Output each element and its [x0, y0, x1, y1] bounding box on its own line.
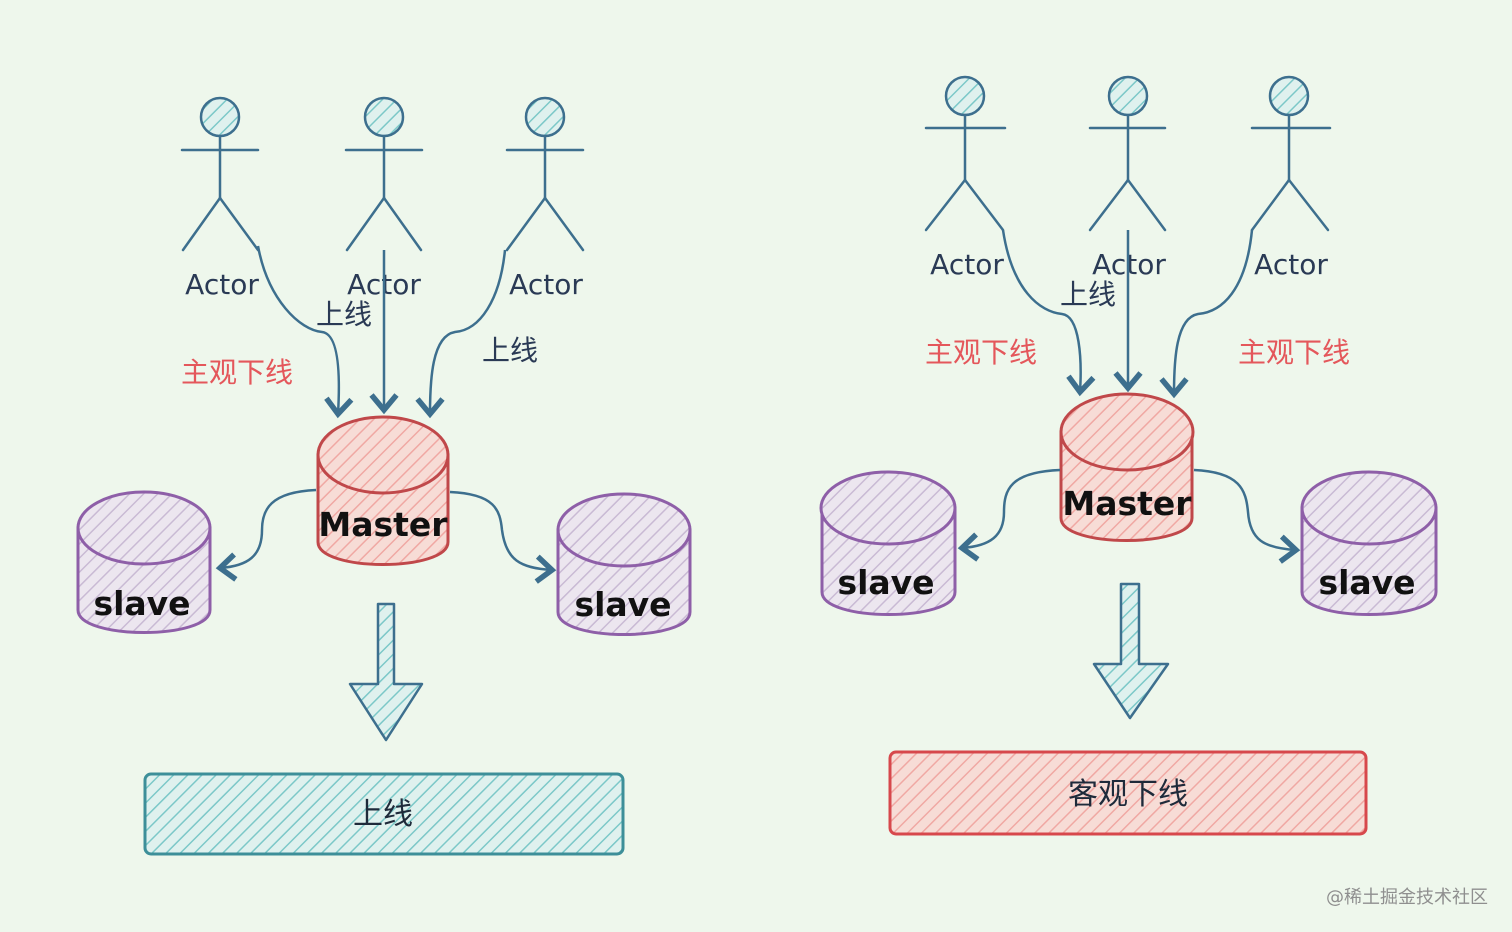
result-box-online: [143, 772, 625, 856]
slave-label: slave: [1318, 563, 1415, 602]
arrow-connector: [1001, 229, 1096, 397]
slave-database-icon: [556, 492, 692, 636]
actor-icon: [344, 96, 424, 252]
master-label: Master: [318, 505, 448, 544]
down-arrow-icon: [1092, 582, 1170, 720]
result-label: 上线: [353, 797, 413, 832]
actor-icon: [1088, 75, 1167, 232]
master-database-icon: [1059, 392, 1195, 542]
actor-icon: [505, 96, 585, 252]
slave-label: slave: [93, 584, 190, 623]
arrow-connector: [215, 488, 317, 582]
result-label: 客观下线: [1068, 777, 1188, 812]
arrow-connector: [256, 245, 354, 419]
master-database-icon: [316, 415, 450, 566]
slave-label: slave: [837, 563, 934, 602]
slave-database-icon: [76, 490, 212, 634]
slave-database-icon: [1300, 470, 1438, 616]
edge-label-online: 上线: [1060, 278, 1116, 311]
left-diagram: Actor Actor Actor 主观下线 上线 上线 Master slav…: [76, 96, 692, 856]
edge-label-subjective-offline: 主观下线: [925, 336, 1037, 369]
actor-label: Actor: [930, 248, 1004, 281]
edge-label-online: 上线: [482, 334, 538, 367]
result-box-objective-offline: [888, 750, 1368, 836]
actor-label: Actor: [509, 268, 583, 301]
edge-label-subjective-offline: 主观下线: [1238, 336, 1350, 369]
arrow-connector: [1159, 229, 1254, 399]
edge-label-subjective-offline: 主观下线: [181, 356, 293, 389]
master-label: Master: [1062, 484, 1192, 523]
arrow-connector: [449, 490, 557, 584]
arrow-connector: [957, 468, 1061, 562]
actor-icon: [1250, 75, 1332, 232]
actor-icon: [924, 75, 1007, 232]
actor-label: Actor: [1254, 248, 1328, 281]
actor-label: Actor: [185, 268, 259, 301]
right-diagram: Actor Actor Actor 主观下线 上线 主观下线 Master sl…: [819, 75, 1438, 836]
actor-icon: [180, 96, 260, 252]
watermark: @稀土掘金技术社区: [1326, 887, 1488, 908]
slave-database-icon: [819, 470, 957, 616]
arrow-connector: [415, 249, 507, 419]
slave-label: slave: [574, 585, 671, 624]
down-arrow-icon: [348, 602, 424, 742]
arrow-connector: [1193, 468, 1301, 564]
edge-label-online: 上线: [316, 298, 372, 331]
